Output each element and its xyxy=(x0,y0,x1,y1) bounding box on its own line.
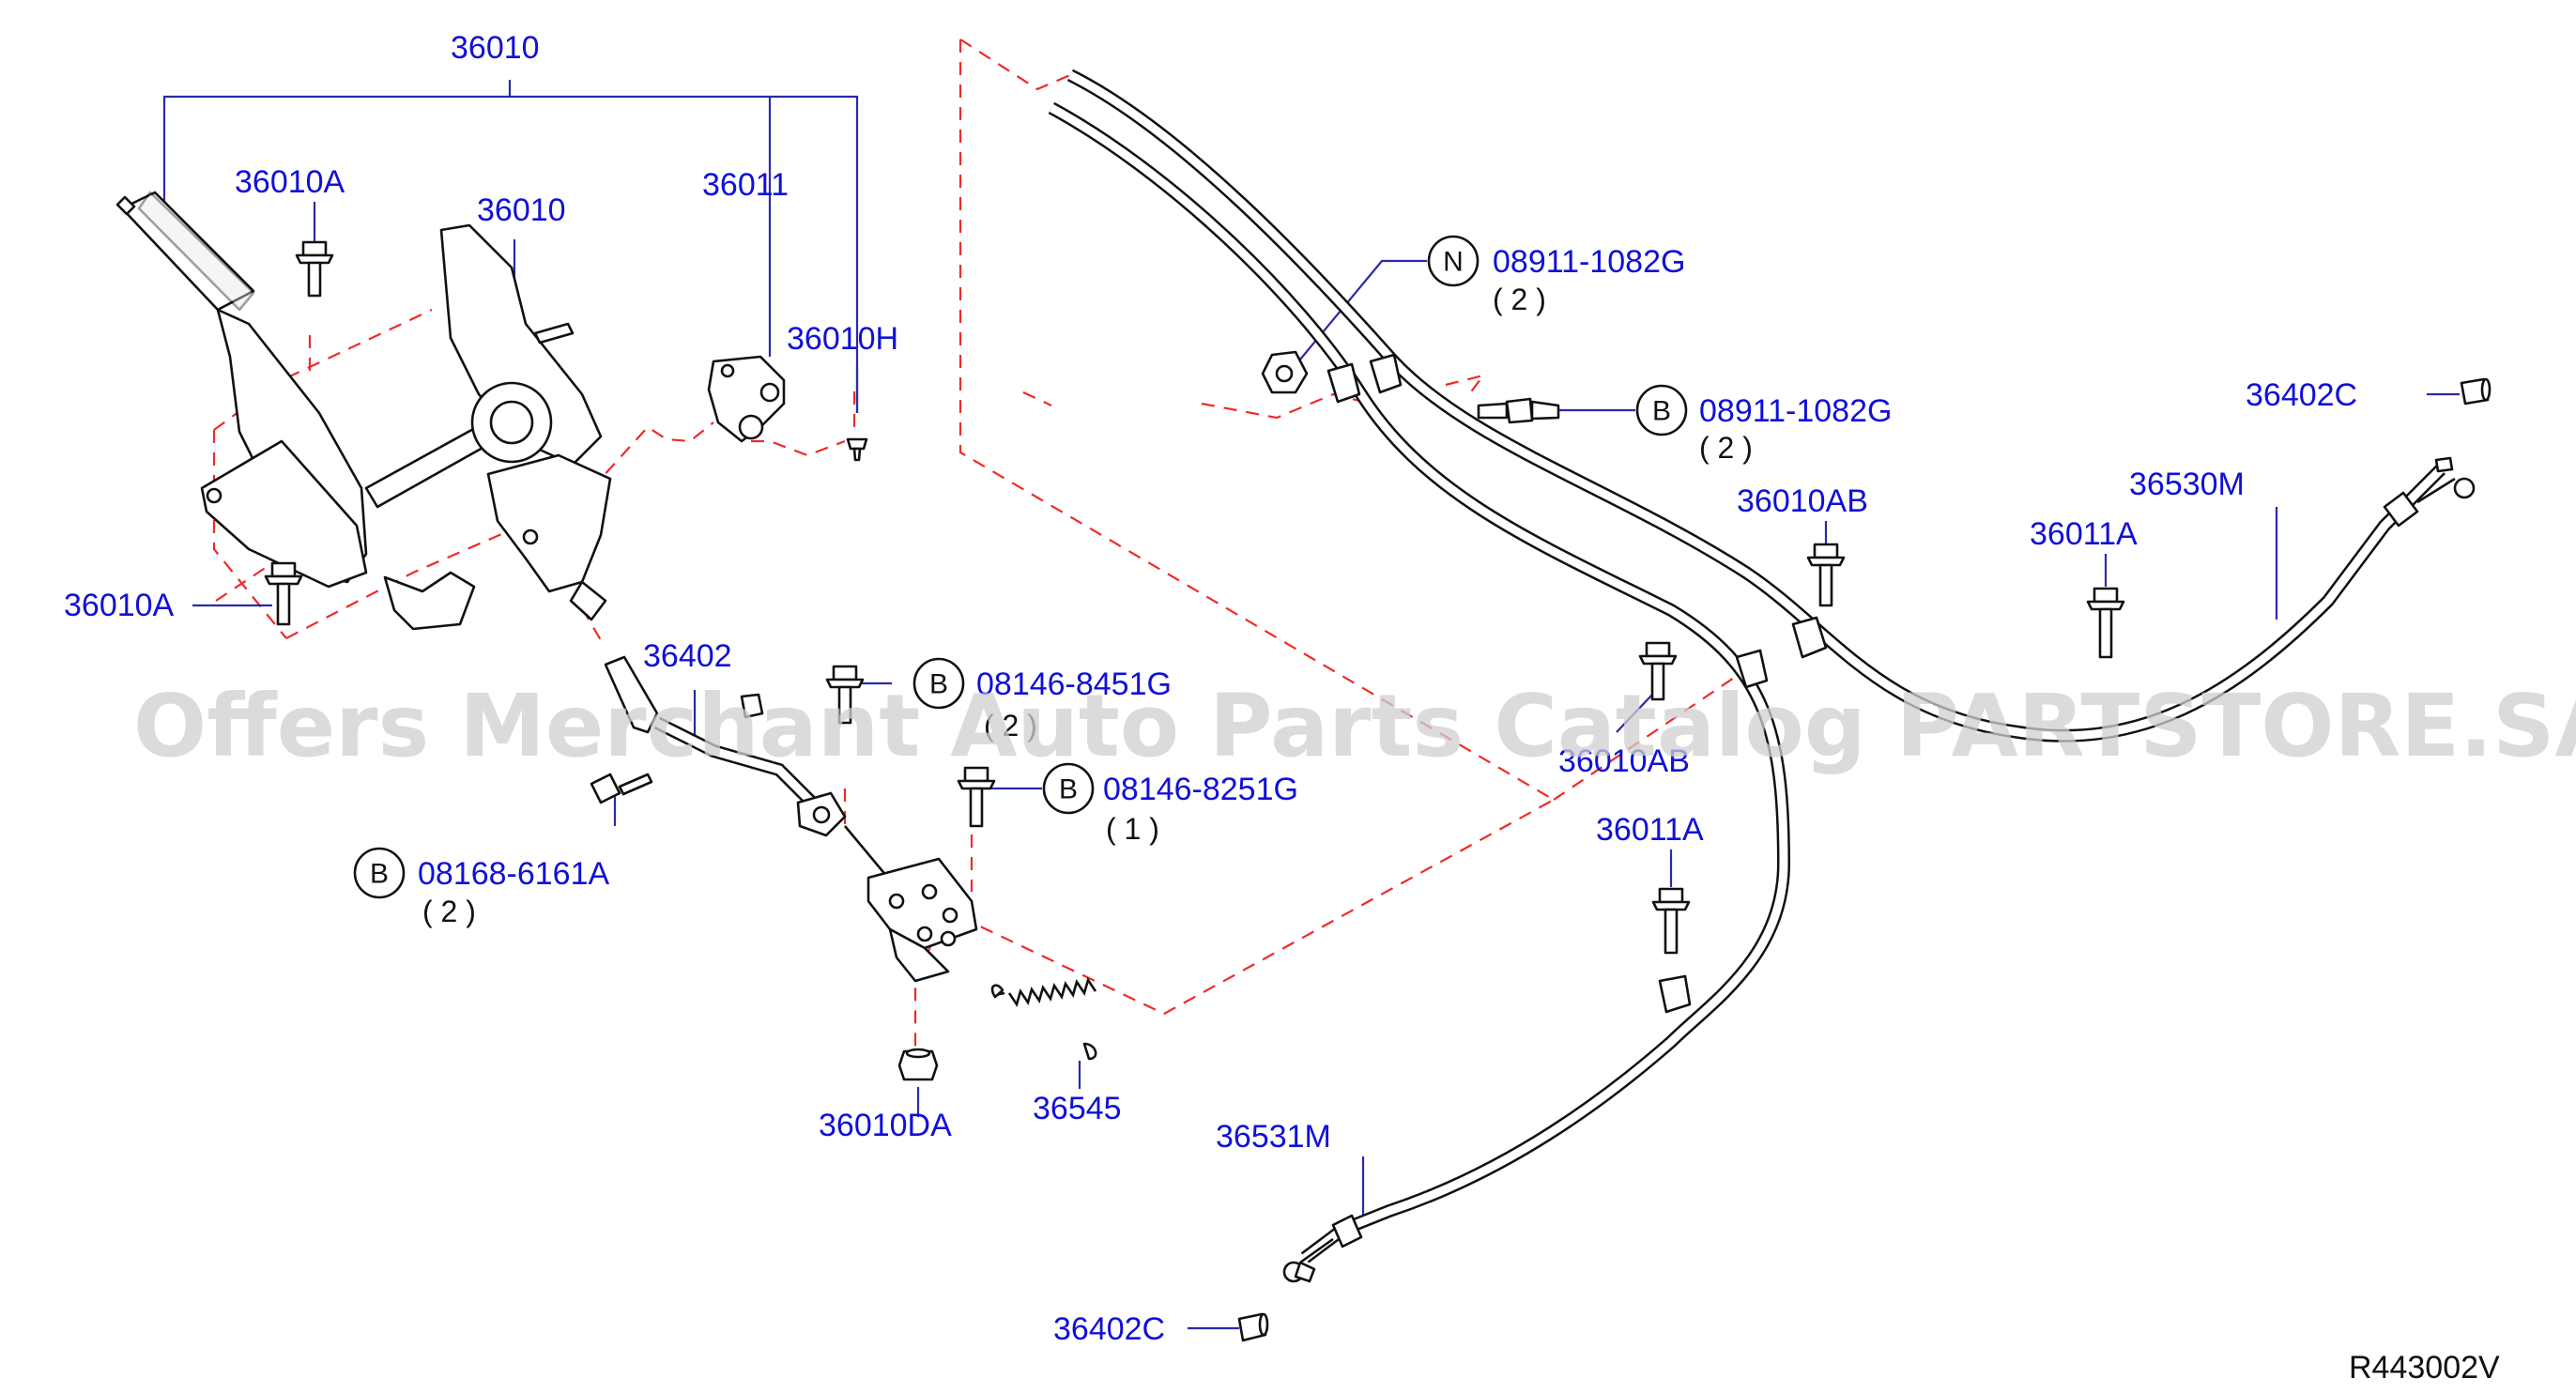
spring-36545 xyxy=(990,976,1097,1061)
bolt-36010ab-lower xyxy=(1638,641,1678,701)
qty-08146-8251g: ( 1 ) xyxy=(1106,812,1159,846)
label-36011a-mid[interactable]: 36011A xyxy=(1596,812,1704,848)
nut-36010da xyxy=(897,1048,939,1081)
label-08168-6161a[interactable]: 08168-6161A xyxy=(418,856,610,892)
cable-brackets xyxy=(1326,353,1828,1014)
qty-08911-1082g-n: ( 2 ) xyxy=(1493,283,1546,316)
bolt-08911-b xyxy=(1477,397,1560,424)
bolt-36010a-lower xyxy=(264,561,303,626)
label-36402c-bottom[interactable]: 36402C xyxy=(1053,1311,1165,1347)
svg-text:N: N xyxy=(1443,247,1464,278)
label-36010a-upper[interactable]: 36010A xyxy=(235,164,345,200)
cap-36402c-right xyxy=(2460,377,2492,406)
svg-text:B: B xyxy=(1059,774,1078,805)
label-36402[interactable]: 36402 xyxy=(643,638,732,674)
label-36010a-lower[interactable]: 36010A xyxy=(64,588,175,623)
label-36010-mid[interactable]: 36010 xyxy=(477,192,566,228)
svg-text:B: B xyxy=(1652,396,1671,427)
label-36011a-right[interactable]: 36011A xyxy=(2030,516,2138,552)
label-08911-1082g-b[interactable]: 08911-1082G xyxy=(1699,393,1892,429)
svg-text:B: B xyxy=(370,859,389,890)
label-36530m[interactable]: 36530M xyxy=(2129,467,2245,502)
bolt-08146-8251g xyxy=(957,766,996,828)
screw-36010h xyxy=(846,437,868,462)
qty-08146-8451g: ( 2 ) xyxy=(984,709,1037,742)
circled-b-08146-8251g: B xyxy=(1042,762,1095,815)
parking-brake-lever-assembly xyxy=(115,191,612,631)
svg-text:B: B xyxy=(929,669,948,700)
bolt-08146-8451g xyxy=(825,665,865,725)
label-36402c-right[interactable]: 36402C xyxy=(2246,377,2357,413)
label-36010h[interactable]: 36010H xyxy=(787,321,898,357)
label-08146-8451g[interactable]: 08146-8451G xyxy=(976,666,1172,702)
equalizer-bracket xyxy=(866,857,978,983)
qty-08911-1082g-b: ( 2 ) xyxy=(1699,431,1753,465)
bolt-36010ab-upper xyxy=(1806,543,1846,607)
bolt-36011a-right xyxy=(2086,587,2125,659)
part-labels: 36010 36010A 36010 36011 36010H 36010A 3… xyxy=(64,30,2357,1347)
cap-36402c-bottom xyxy=(1237,1312,1269,1342)
label-36545[interactable]: 36545 xyxy=(1033,1091,1122,1126)
bolt-08168-6161a xyxy=(590,773,653,804)
qty-08168-6161a: ( 2 ) xyxy=(422,895,476,928)
label-36010da[interactable]: 36010DA xyxy=(819,1108,952,1143)
watermark-text: Offers Merchant Auto Parts Catalog PARTS… xyxy=(133,676,2576,776)
circled-n-08911-1082g: N xyxy=(1427,235,1480,287)
label-08146-8251g[interactable]: 08146-8251G xyxy=(1103,772,1298,807)
bolt-36011a-mid xyxy=(1651,887,1691,955)
label-08911-1082g-n[interactable]: 08911-1082G xyxy=(1493,244,1685,280)
bolt-36010a-upper xyxy=(295,240,334,298)
diagram-reference-code: R443002V xyxy=(2349,1350,2500,1385)
label-36010-top[interactable]: 36010 xyxy=(451,30,540,66)
label-36010ab-upper[interactable]: 36010AB xyxy=(1737,483,1868,519)
front-cable-36402 xyxy=(604,655,893,883)
circled-b-08168-6161a: B xyxy=(353,847,406,899)
nut-08911-n xyxy=(1261,350,1309,394)
circled-b-08146-8451g: B xyxy=(912,657,965,710)
dashed-assembly-lines xyxy=(212,38,1738,1051)
label-36531m[interactable]: 36531M xyxy=(1216,1119,1331,1155)
label-36010ab-lower[interactable]: 36010AB xyxy=(1558,743,1690,779)
switch-36011 xyxy=(707,355,786,443)
rear-cable-upper-36530m xyxy=(1066,69,2476,742)
circled-b-08911-1082g: B xyxy=(1635,384,1688,436)
label-36011[interactable]: 36011 xyxy=(702,167,789,203)
